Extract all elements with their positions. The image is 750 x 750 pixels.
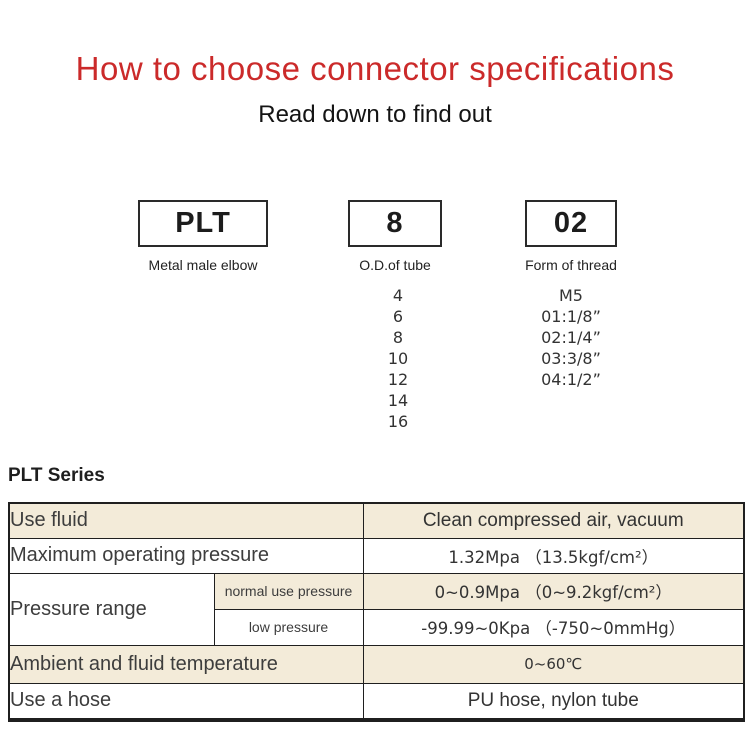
page-title: How to choose connector specifications — [75, 50, 675, 87]
thread-options: M5 01:1/8” 02:1/4” 03:3/8” 04:1/2” — [496, 285, 646, 390]
model-code-box: PLT — [138, 200, 268, 247]
model-code-label: Metal male elbow — [148, 257, 258, 273]
pressure-range-label: Pressure range — [8, 572, 215, 646]
thread-option: 01:1/8” — [541, 307, 601, 326]
tube-option: 12 — [387, 370, 409, 389]
table-row-normal-pressure: Pressure range normal use pressure 0~0.9… — [8, 572, 745, 646]
tube-option: 4 — [392, 286, 404, 305]
table-row-temperature: Ambient and fluid temperature 0~60℃ — [8, 644, 745, 684]
temperature-label: Ambient and fluid temperature — [8, 644, 364, 684]
hose-value: PU hose, nylon tube — [362, 682, 745, 721]
max-pressure-value: 1.32Mpa （13.5kgf/cm²） — [362, 537, 745, 574]
table-row-max-pressure: Maximum operating pressure 1.32Mpa （13.5… — [8, 537, 745, 574]
tube-size-code-box: 8 — [348, 200, 442, 247]
thread-option: M5 — [559, 286, 583, 305]
thread-code-box: 02 — [525, 200, 617, 247]
temperature-value: 0~60℃ — [362, 644, 745, 684]
spec-table: Use fluid Clean compressed air, vacuum M… — [8, 502, 745, 722]
thread-option: 02:1/4” — [541, 328, 601, 347]
tube-option: 16 — [387, 412, 409, 431]
series-heading: PLT Series — [8, 465, 105, 486]
table-row-use-fluid: Use fluid Clean compressed air, vacuum — [8, 502, 745, 539]
low-pressure-value: -99.99~0Kpa （-750~0mmHg） — [362, 608, 745, 646]
normal-pressure-value: 0~0.9Mpa （0~9.2kgf/cm²） — [362, 572, 745, 610]
low-pressure-label: low pressure — [213, 608, 364, 646]
tube-option: 8 — [392, 328, 404, 347]
use-fluid-value: Clean compressed air, vacuum — [362, 502, 745, 539]
tube-size-options: 4 6 8 10 12 14 16 — [348, 285, 448, 432]
thread-option: 03:3/8” — [541, 349, 601, 368]
thread-option: 04:1/2” — [541, 370, 601, 389]
tube-option: 6 — [392, 307, 404, 326]
normal-pressure-label: normal use pressure — [213, 572, 364, 610]
tube-option: 10 — [387, 349, 409, 368]
max-pressure-label: Maximum operating pressure — [8, 537, 364, 574]
table-row-hose: Use a hose PU hose, nylon tube — [8, 682, 745, 721]
thread-label: Form of thread — [525, 257, 617, 273]
use-fluid-label: Use fluid — [8, 502, 364, 539]
page-subtitle: Read down to find out — [258, 101, 492, 128]
hose-label: Use a hose — [8, 682, 364, 721]
tube-size-label: O.D.of tube — [359, 257, 431, 273]
table-row-low-pressure: low pressure -99.99~0Kpa （-750~0mmHg） — [9, 608, 745, 646]
tube-option: 14 — [387, 391, 409, 410]
